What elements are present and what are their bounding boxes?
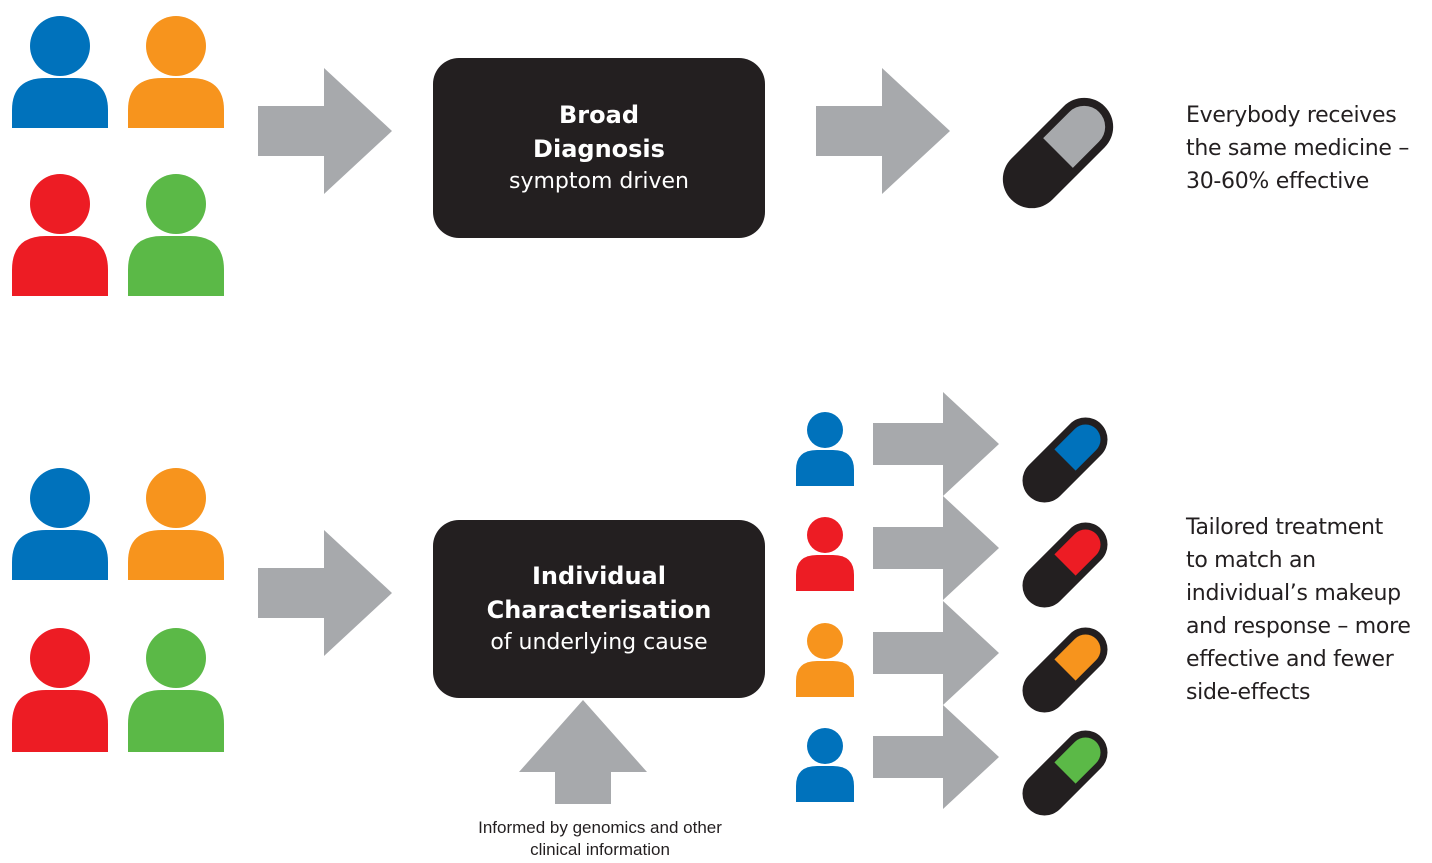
description-line: Everybody receives: [1186, 103, 1397, 128]
box-title-line2: Characterisation: [486, 596, 712, 624]
arrow-up-icon: [519, 700, 647, 804]
person-orange-icon: [128, 16, 224, 128]
box-subtitle: symptom driven: [508, 169, 689, 194]
pill-blue-icon: [1010, 405, 1120, 515]
pill-orange-icon: [1010, 615, 1120, 725]
description-line: effective and fewer: [1186, 647, 1394, 672]
person-red-icon: [795, 515, 855, 591]
person-orange-icon: [795, 621, 855, 697]
person-green-icon: [128, 628, 224, 752]
arrow-right-icon: [873, 705, 999, 809]
description-line: the same medicine –: [1186, 136, 1410, 161]
arrow-right-icon: [873, 496, 999, 600]
arrow-right-icon: [258, 530, 392, 656]
person-blue-icon: [12, 468, 108, 580]
broad-diagnosis-box: Broad Diagnosis symptom driven: [433, 58, 765, 238]
person-orange-icon: [128, 468, 224, 580]
bottom-description: Tailored treatment to match an individua…: [1186, 511, 1432, 709]
description-line: to match an: [1186, 548, 1316, 573]
people-group-top: [10, 8, 226, 300]
genomics-note: Informed by genomics and other clinical …: [420, 817, 780, 861]
description-line: 30-60% effective: [1186, 169, 1369, 194]
note-line: Informed by genomics and other: [478, 818, 722, 837]
description-line: Tailored treatment: [1186, 515, 1383, 540]
pill-gray-icon: [985, 80, 1131, 226]
box-title-line1: Individual: [532, 562, 666, 590]
arrow-right-icon: [873, 601, 999, 705]
pill-green-icon: [1010, 718, 1120, 828]
person-blue-icon: [795, 410, 855, 486]
person-red-icon: [12, 174, 108, 296]
box-title-line1: Broad: [559, 101, 639, 129]
person-green-icon: [128, 174, 224, 296]
individual-characterisation-box: Individual Characterisation of underlyin…: [433, 520, 765, 698]
arrow-right-icon: [258, 68, 392, 194]
box-title-line2: Diagnosis: [533, 135, 665, 163]
top-description: Everybody receives the same medicine – 3…: [1186, 99, 1432, 198]
person-red-icon: [12, 628, 108, 752]
arrow-right-icon: [873, 392, 999, 496]
arrow-right-icon: [816, 68, 950, 194]
person-blue-icon: [795, 726, 855, 802]
description-line: and response – more: [1186, 614, 1411, 639]
person-blue-icon: [12, 16, 108, 128]
pill-red-icon: [1010, 510, 1120, 620]
description-line: individual’s makeup: [1186, 581, 1401, 606]
people-group-bottom: [10, 462, 226, 754]
description-line: side-effects: [1186, 680, 1311, 705]
note-line: clinical information: [530, 840, 670, 859]
box-subtitle: of underlying cause: [490, 630, 708, 655]
